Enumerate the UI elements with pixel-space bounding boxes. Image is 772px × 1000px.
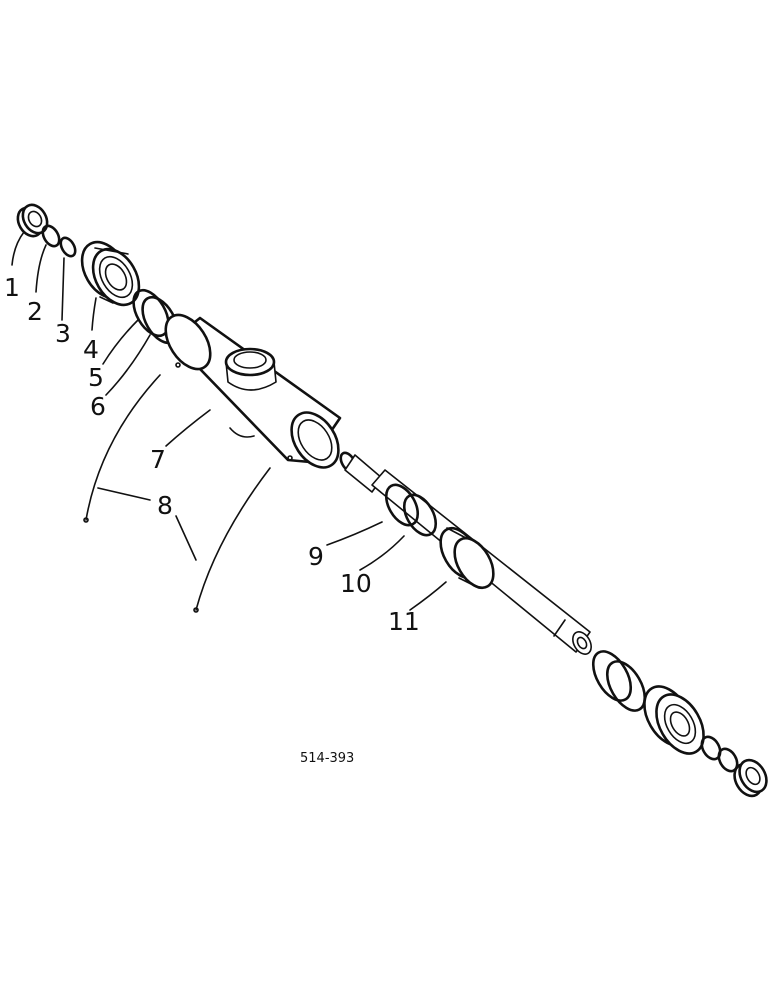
callout-7: 7 [150,445,166,474]
callout-1: 1 [4,273,20,302]
leader-lines [11,231,447,611]
part-5-o-ring [132,288,170,338]
callout-9: 9 [308,542,324,571]
callout-3: 3 [55,319,71,348]
part-10-backup-ring [402,493,438,537]
callout-11: 11 [388,607,420,636]
part-3-o-ring [59,236,77,258]
part-2-washer [41,224,61,248]
callout-4: 4 [83,335,99,364]
callout-2: 2 [27,297,43,326]
part-4-gland [80,240,141,307]
part-1-nut [16,203,49,238]
callout-labels: 1 2 3 4 5 6 7 8 9 10 11 [4,273,420,636]
lower-right-ring-set [591,650,647,712]
callout-5: 5 [88,363,104,392]
part-11-piston-rod [339,451,592,655]
reference-code: 514-393 [300,751,354,766]
part-9-o-ring [384,483,420,527]
callout-8: 8 [157,491,173,520]
callout-10: 10 [340,569,372,598]
part-7-cylinder-barrel [164,313,342,469]
lower-right-gland [643,685,705,755]
part-8-wire-clips [83,374,271,613]
lower-right-nut [733,758,768,798]
callout-6: 6 [90,392,106,421]
